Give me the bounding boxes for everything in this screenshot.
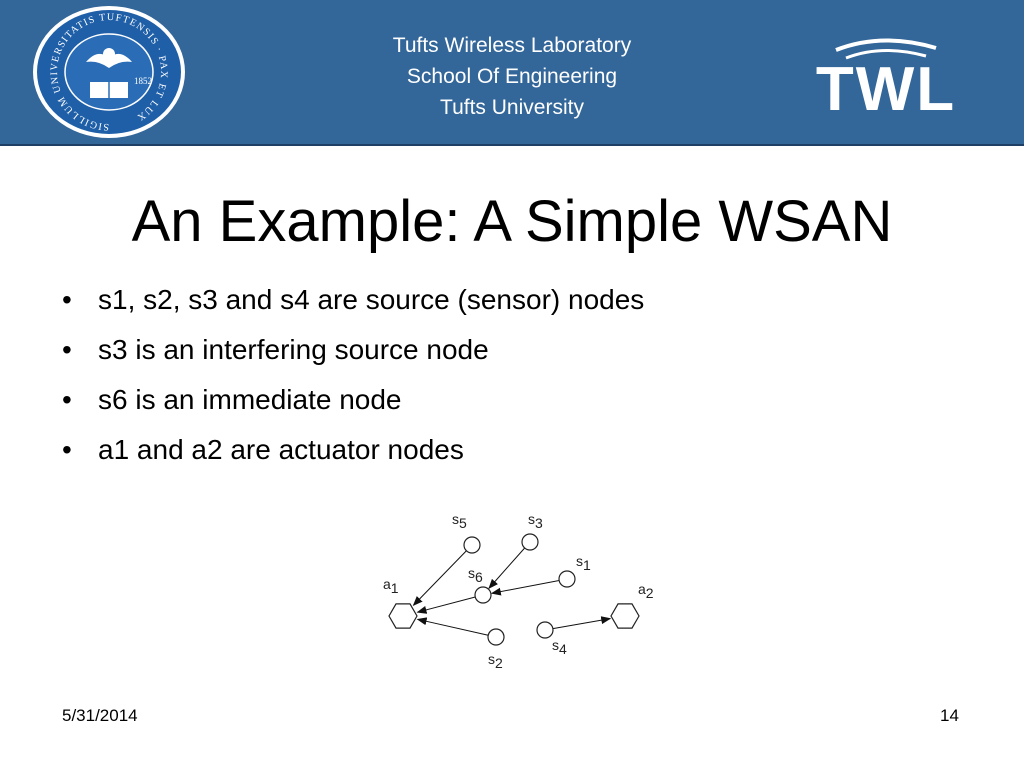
seal-year: 1852: [134, 76, 152, 86]
bullet-item: • a1 and a2 are actuator nodes: [62, 432, 644, 482]
edge-s2-to-a1: [416, 617, 489, 636]
node-label-s1: s1: [576, 553, 591, 573]
header-title-block: Tufts Wireless Laboratory School Of Engi…: [312, 30, 712, 123]
node-s3: [521, 533, 539, 551]
node-label-a2: a2: [638, 581, 654, 601]
bullet-list: • s1, s2, s3 and s4 are source (sensor) n…: [62, 282, 644, 482]
node-label-s3: s3: [528, 511, 543, 531]
edge-s6-to-a1: [416, 596, 476, 614]
node-a2: [610, 603, 640, 629]
bullet-text: a1 and a2 are actuator nodes: [98, 434, 464, 465]
bullet-text: s3 is an interfering source node: [98, 334, 489, 365]
node-s2: [487, 628, 505, 646]
bullet-item: • s1, s2, s3 and s4 are source (sensor) n…: [62, 282, 644, 332]
bullet-icon: •: [62, 334, 72, 365]
edge-s5-to-a1: [412, 550, 467, 606]
slide-header: SIGILLUM UNIVERSITATIS TUFTENSIS · PAX E…: [0, 0, 1024, 146]
bullet-text: s1, s2, s3 and s4 are source (sensor) no…: [98, 284, 645, 315]
bullet-text: s6 is an immediate node: [98, 384, 402, 415]
bullet-item: • s3 is an interfering source node: [62, 332, 644, 382]
twl-logo-icon: TWL: [816, 38, 956, 124]
node-label-s2: s2: [488, 651, 503, 671]
bullet-icon: •: [62, 434, 72, 465]
node-s5: [463, 536, 481, 554]
logo-text: TWL: [816, 55, 956, 124]
header-line-school: School Of Engineering: [406, 65, 618, 88]
node-s6: [474, 586, 492, 604]
university-seal-icon: SIGILLUM UNIVERSITATIS TUFTENSIS · PAX E…: [33, 6, 185, 138]
node-a1: [388, 603, 418, 629]
bullet-item: • s6 is an immediate node: [62, 382, 644, 432]
node-label-s6: s6: [468, 565, 483, 585]
footer-date: 5/31/2014: [62, 706, 138, 725]
edge-s4-to-a2: [552, 616, 612, 630]
wsan-network-diagram: s5 s3 s1 s6 s2 s4 a1 a2: [383, 511, 654, 671]
slide-title: An Example: A Simple WSAN: [131, 189, 893, 254]
header-line-lab: Tufts Wireless Laboratory: [392, 34, 632, 57]
header-line-university: Tufts University: [440, 96, 584, 119]
node-s1: [558, 570, 576, 588]
page-number: 14: [940, 706, 959, 725]
node-label-a1: a1: [383, 576, 399, 596]
bullet-icon: •: [62, 384, 72, 415]
edge-s3-to-s6: [488, 547, 526, 590]
node-s4: [536, 621, 554, 639]
node-label-s5: s5: [452, 511, 467, 531]
edge-s1-to-s6: [490, 580, 560, 596]
node-label-s4: s4: [552, 637, 567, 657]
bullet-icon: •: [62, 284, 72, 315]
